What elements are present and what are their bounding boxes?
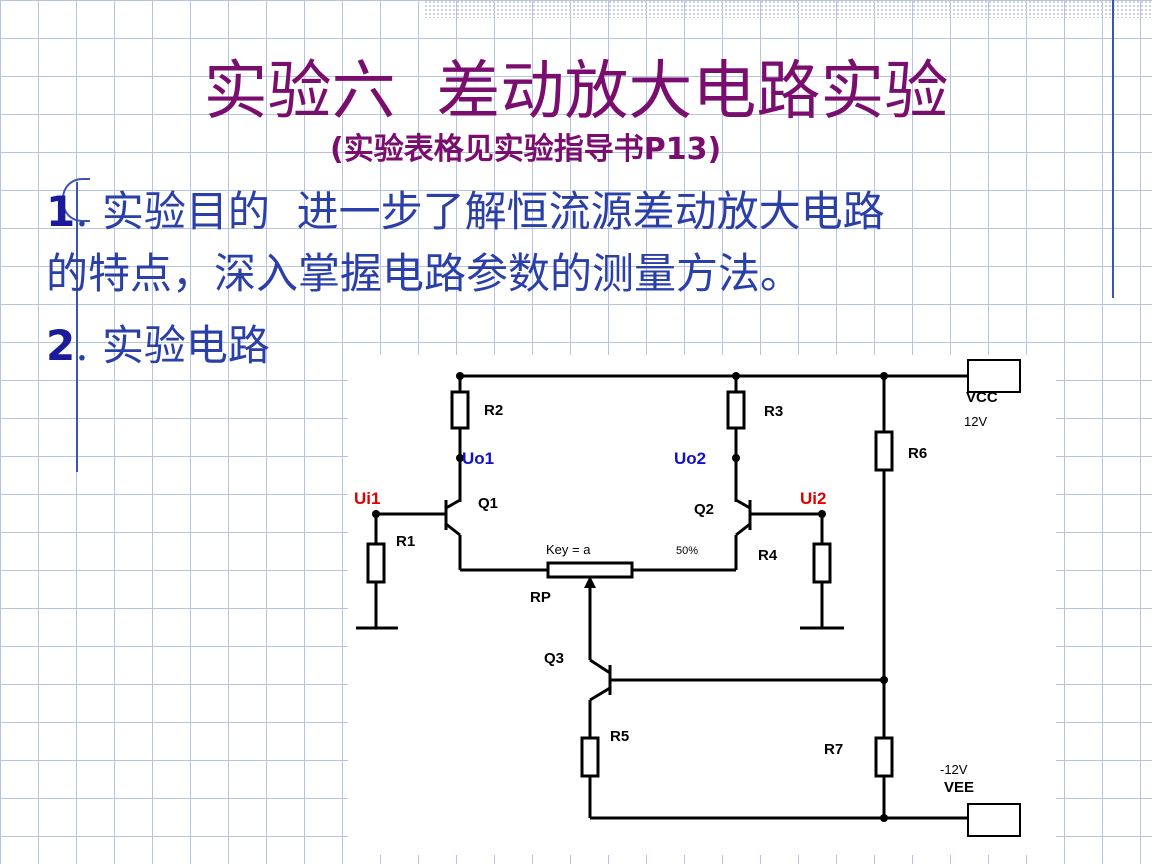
r5-resistor xyxy=(580,736,600,778)
rp-potentiometer xyxy=(546,561,634,579)
r1-resistor xyxy=(366,542,386,584)
resistors xyxy=(366,390,894,778)
junction-dots xyxy=(372,372,888,822)
item-1-number: 1 xyxy=(46,187,76,236)
q2-transistor xyxy=(735,498,752,537)
uo1-label: Uo1 xyxy=(462,449,494,468)
r5-label: R5 xyxy=(610,728,629,745)
item-2-text: . 实验电路 xyxy=(75,321,270,370)
vee-terminal xyxy=(967,803,1021,837)
item-2: 2. 实验电路 xyxy=(46,316,270,376)
margin-curl-decoration xyxy=(62,178,90,222)
item-1: 1. 实验目的 进一步了解恒流源差动放大电路 xyxy=(46,182,885,242)
right-margin-line xyxy=(1112,0,1114,298)
r6-resistor xyxy=(874,430,894,472)
vcc-voltage-label: 12V xyxy=(964,414,987,429)
r3-label: R3 xyxy=(764,403,783,420)
rp-wiper-arrow xyxy=(584,576,596,588)
left-margin-line xyxy=(76,182,78,472)
q1-transistor xyxy=(444,498,461,537)
q1-label: Q1 xyxy=(478,495,498,512)
r1-label: R1 xyxy=(396,533,415,550)
ui1-label: Ui1 xyxy=(354,489,380,508)
uo2-label: Uo2 xyxy=(674,449,706,468)
r2-label: R2 xyxy=(484,402,503,419)
r4-resistor xyxy=(812,542,832,584)
item-2-number: 2 xyxy=(46,321,76,370)
slide-title: 实验六 差动放大电路实验 xyxy=(203,55,949,129)
circuit-background xyxy=(348,355,1056,855)
slide-subtitle: (实验表格见实验指导书P13) xyxy=(330,132,722,167)
vee-voltage-label: -12V xyxy=(940,762,968,777)
item-1-continued: 的特点，深入掌握电路参数的测量方法。 xyxy=(46,244,802,304)
item-1-line2: 的特点，深入掌握电路参数的测量方法。 xyxy=(46,249,803,298)
rp-label: RP xyxy=(530,589,551,606)
rp-key-label: Key = a xyxy=(546,542,591,557)
ui2-label: Ui2 xyxy=(800,489,826,508)
rp-percent-label: 50% xyxy=(676,545,698,557)
r7-resistor xyxy=(874,736,894,778)
r7-label: R7 xyxy=(824,741,843,758)
vcc-label: VCC xyxy=(966,389,998,406)
item-1-line1: . 实验目的 进一步了解恒流源差动放大电路 xyxy=(75,187,885,236)
vcc-terminal xyxy=(967,359,1021,393)
r3-resistor xyxy=(726,390,746,430)
vee-label: VEE xyxy=(944,779,974,796)
r2-resistor xyxy=(450,390,470,430)
q2-label: Q2 xyxy=(694,501,714,518)
r4-label: R4 xyxy=(758,547,778,564)
q3-transistor xyxy=(589,658,612,702)
r6-label: R6 xyxy=(908,445,927,462)
header-dot-pattern xyxy=(424,0,1152,18)
q3-label: Q3 xyxy=(544,650,564,667)
